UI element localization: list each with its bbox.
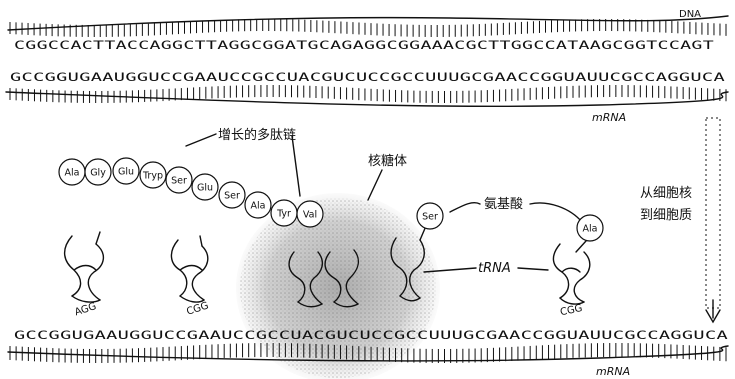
growing-chain-label: 增长的多肽链 — [218, 127, 296, 143]
mrna-strand-top: GCCGGUGAAUGGUCCGAAUCCGCCUACGUCUCCGCCUUUG… — [6, 70, 728, 124]
mrna-top-sequence: GCCGGUGAAUGGUCCGAAUCCGCCUACGUCUCCGCCUUUG… — [10, 70, 725, 84]
free-amino-acid-ser: Ser — [417, 203, 443, 229]
growing-chain-leader-right — [292, 136, 300, 196]
trna-label: tRNA — [478, 261, 511, 276]
chain-residue-label: Val — [303, 210, 317, 221]
dna-label: DNA — [679, 9, 701, 20]
free-amino-acid-ser-label: Ser — [422, 212, 438, 223]
free-amino-acid-ala-label: Ala — [583, 224, 598, 235]
chain-residue-label: Ala — [251, 201, 266, 212]
trna-ala: Ala CGG — [553, 215, 603, 318]
amino-acid-label: 氨基酸 — [484, 197, 523, 212]
chain-residue-label: Tyr — [276, 209, 291, 220]
trna-free-1: AGG — [65, 232, 104, 318]
ribosome-leader — [368, 170, 382, 200]
dna-strand: CGGCCACTTACCAGGCTTAGGCGGATGCAGAGGCGGAAAC… — [8, 9, 728, 52]
chain-residue-label: Ser — [224, 191, 240, 202]
mrna-bottom-sequence: GCCGGUGAAUGGUCCGAAUCCGCCUACGUCUCCGCCUUUG… — [14, 328, 728, 342]
nucleus-to-cytoplasm-line2: 到细胞质 — [640, 208, 692, 223]
amino-acid-leader-left — [450, 203, 480, 212]
direction-arrow — [706, 118, 720, 322]
trna-leader-right — [518, 268, 548, 270]
chain-residue-label: Gly — [90, 168, 106, 179]
anticodon-2: CGG — [185, 300, 210, 317]
chain-residue-label: Tryp — [142, 171, 163, 182]
trna-free-2: CGG — [171, 236, 210, 318]
chain-residue-label: Ala — [65, 168, 80, 179]
mrna-top-label: mRNA — [592, 111, 626, 124]
chain-residue-label: Ser — [171, 176, 187, 187]
chain-residue-label: Glu — [118, 167, 134, 178]
chain-residue-label: Glu — [197, 183, 213, 194]
dna-sequence: CGGCCACTTACCAGGCTTAGGCGGATGCAGAGGCGGAAAC… — [14, 38, 714, 52]
nucleus-to-cytoplasm-line1: 从细胞核 — [640, 186, 692, 201]
growing-chain-leader-left — [186, 134, 216, 146]
anticodon-3: CGG — [559, 303, 583, 318]
ribosome-label: 核糖体 — [368, 153, 407, 169]
mrna-bottom-label: mRNA — [596, 365, 630, 378]
amino-acid-leader-right — [530, 203, 582, 222]
anticodon-1: AGG — [73, 301, 97, 318]
